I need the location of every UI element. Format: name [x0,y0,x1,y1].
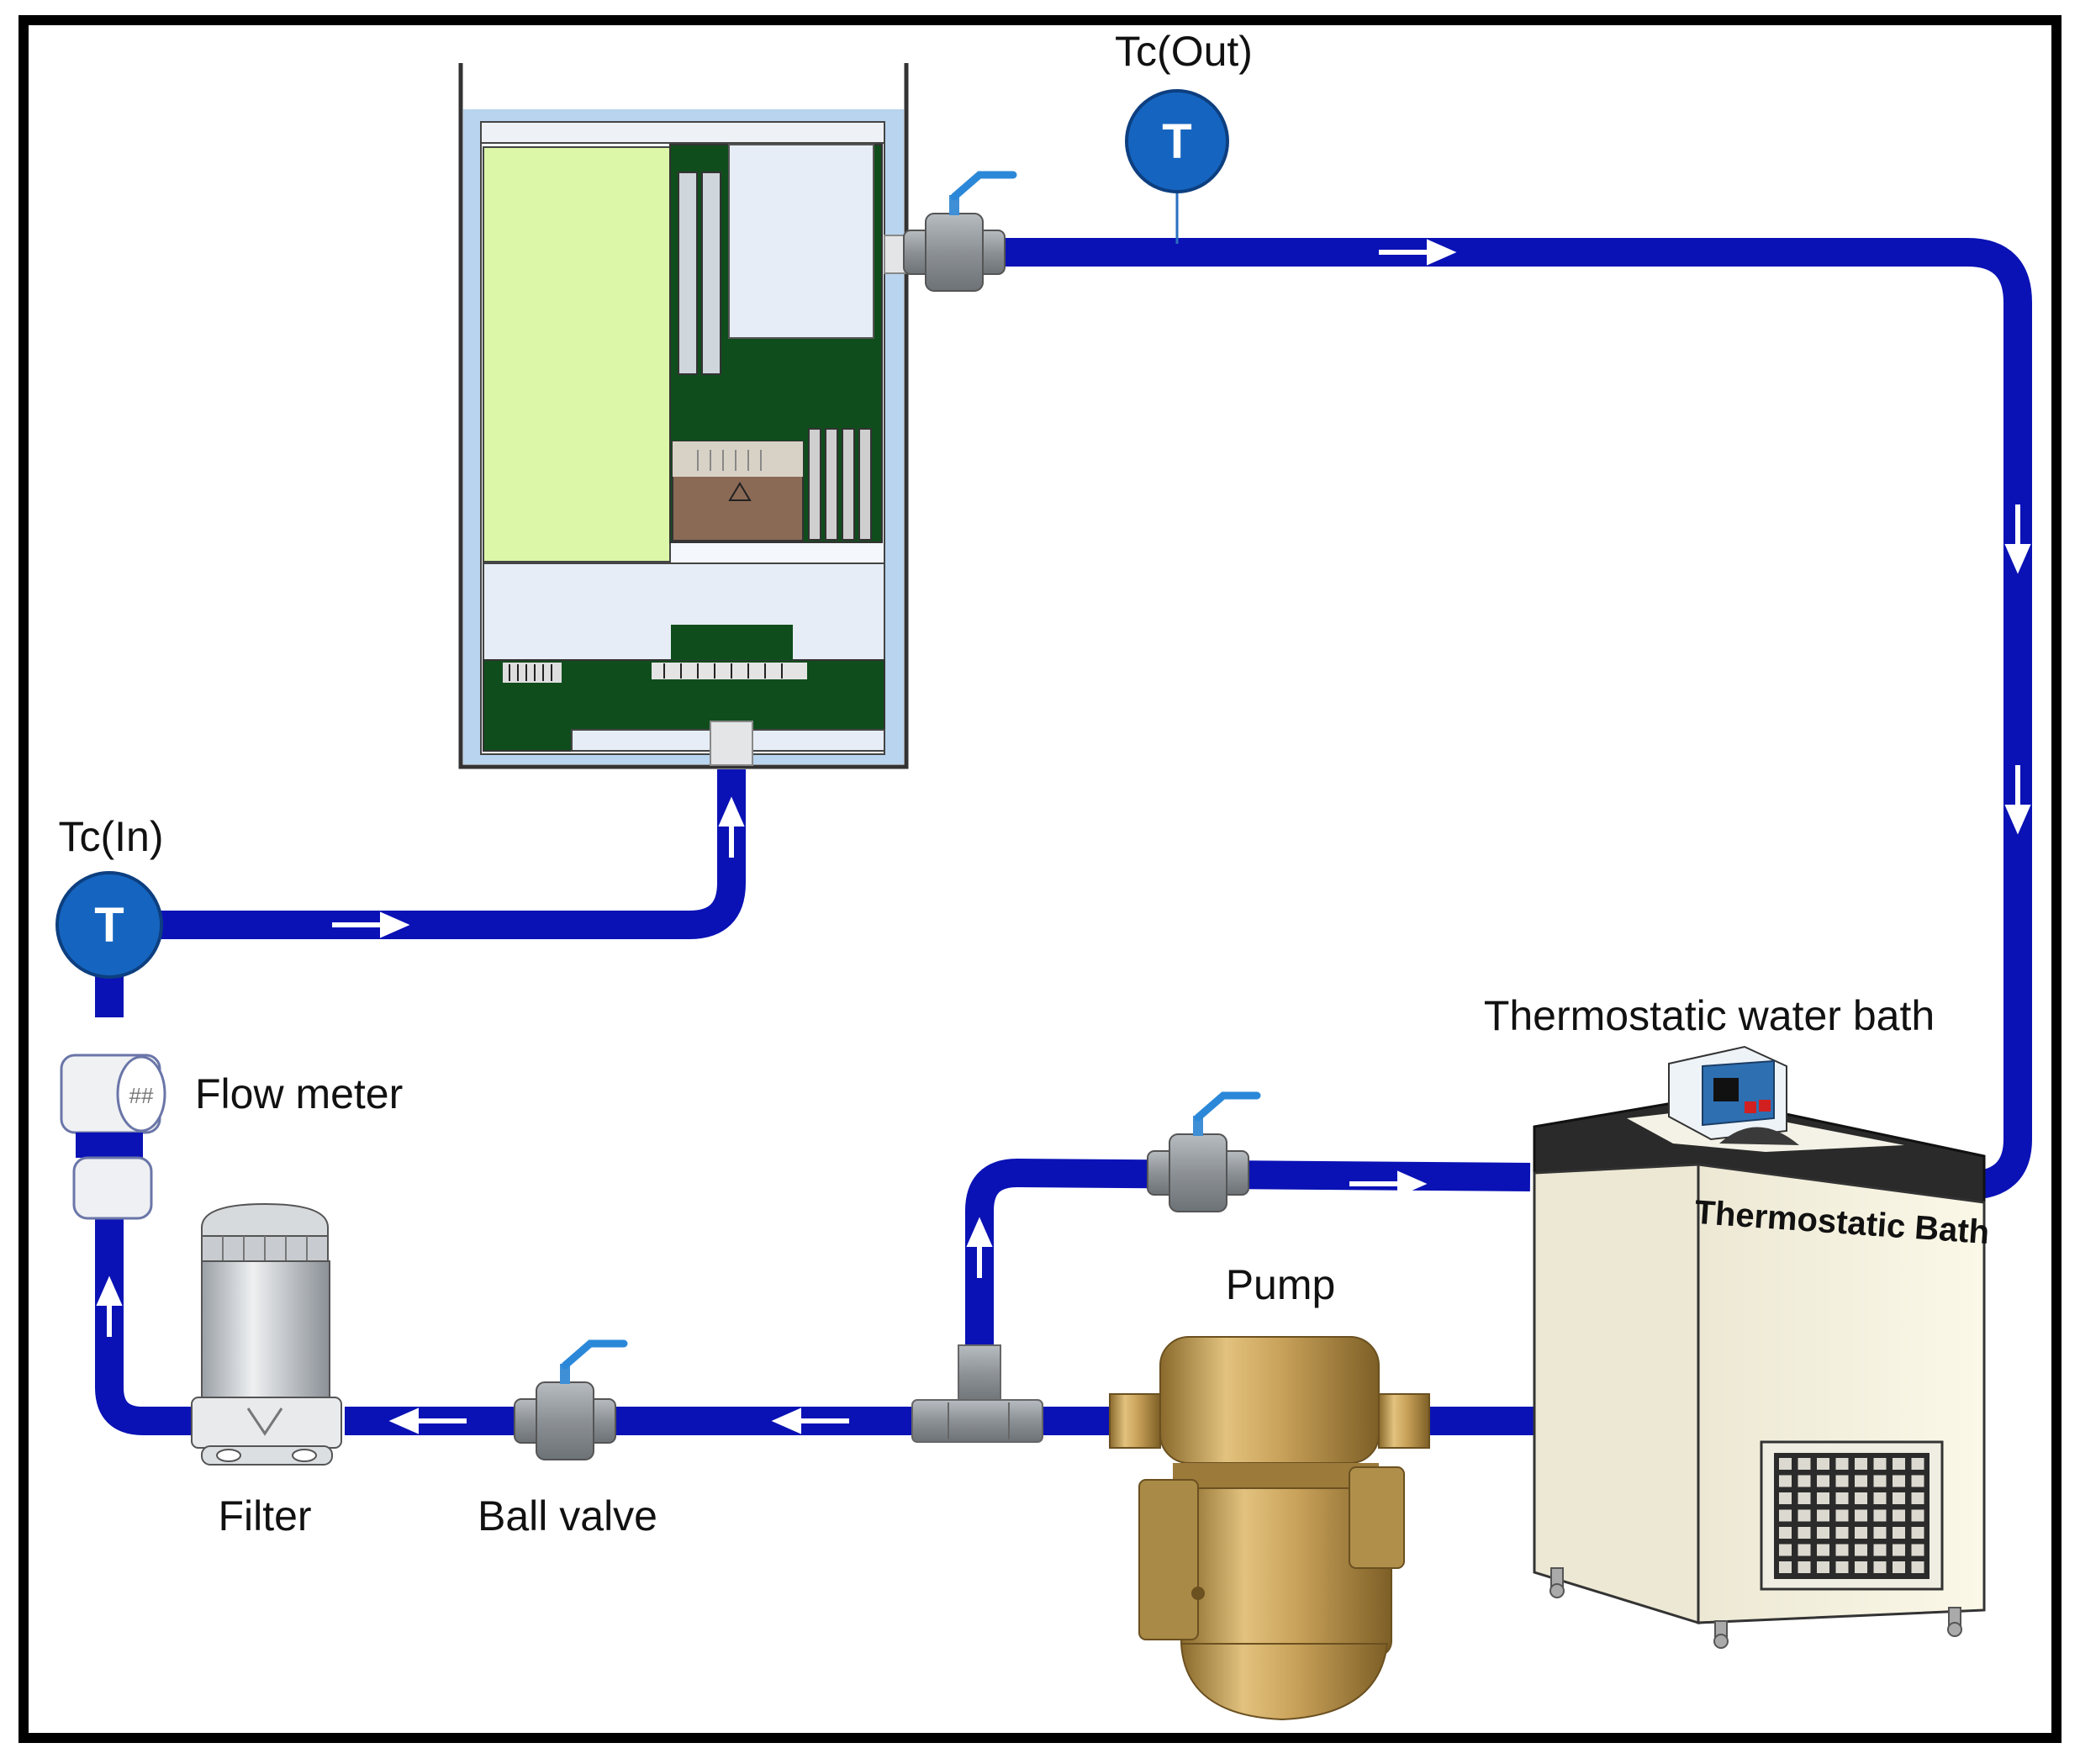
vent-slot [1911,1458,1924,1470]
vent-slot [1855,1509,1867,1522]
vent-slot [1873,1509,1887,1522]
pump [1109,1336,1430,1721]
flow-meter-dial-icon: ## [129,1083,154,1108]
vent-slot [1835,1527,1849,1539]
pipe-filter-to-flowmeter [95,1211,193,1435]
vent-slot [1835,1561,1849,1573]
sensor-out-symbol: T [1162,114,1191,169]
arrow-left-bottom-2 [388,1408,467,1434]
vent-slot [1855,1475,1867,1487]
arrow-right-top [1379,239,1457,266]
filter-unit [191,1202,342,1466]
vent-slot [1873,1475,1887,1487]
vent-slot [1798,1561,1811,1573]
vent-slot [1779,1492,1792,1504]
vent-slot [1779,1509,1792,1522]
vent-slot [1873,1527,1887,1539]
vent-slot [1835,1475,1849,1487]
vent-slot [1779,1561,1792,1573]
vent-slot [1893,1458,1905,1470]
heat-module [483,146,671,562]
vent-slot [1855,1544,1867,1556]
vent-slot [1873,1561,1887,1573]
vent-slot [1911,1527,1924,1539]
vent-slot [1779,1544,1792,1556]
label-tc-in: Tc(In) [59,813,164,860]
vent-slot [1893,1492,1905,1504]
vent-slot [1893,1475,1905,1487]
label-thermostatic-water-bath: Thermostatic water bath [1484,992,1935,1039]
vent-slot [1835,1544,1849,1556]
vent-slot [1893,1527,1905,1539]
label-tc-out: Tc(Out) [1115,28,1253,75]
vent-slot [1817,1458,1829,1470]
thermostatic-water-bath: Thermostatic Bath [1533,1045,1991,1649]
vent-slot [1798,1509,1811,1522]
pipe-sensor-to-enclosure [160,769,746,939]
temperature-sensor-in: T [55,871,163,979]
vent-slot [1779,1527,1792,1539]
vent-slot [1798,1475,1811,1487]
vent-slot [1855,1527,1867,1539]
sensor-in-symbol: T [94,898,124,953]
vent-slot [1911,1509,1924,1522]
vent-slot [1873,1492,1887,1504]
vent-slot [1893,1509,1905,1522]
tee-fitting [911,1344,1043,1443]
pipe-tee-to-bath-return [965,1159,1531,1379]
vent-slot [1835,1509,1849,1522]
arrow-down-right-1 [2004,504,2031,574]
vent-slot [1835,1458,1849,1470]
temperature-sensor-out: T [1125,89,1229,244]
vent-slot [1779,1458,1792,1470]
cooling-enclosure [458,63,909,769]
vent-slot [1893,1544,1905,1556]
pipe-outlet-to-bath [975,238,2032,1200]
vent-slot [1911,1561,1924,1573]
vent-slot [1798,1458,1811,1470]
vent-slot [1911,1475,1924,1487]
vent-slot [1798,1492,1811,1504]
vent-slot [1855,1458,1867,1470]
label-flow-meter: Flow meter [195,1070,403,1117]
vent-slot [1817,1475,1829,1487]
arrow-left-bottom-1 [771,1408,849,1434]
vent-slot [1817,1527,1829,1539]
flow-meter: ## [60,1054,166,1220]
vent-slot [1911,1544,1924,1556]
bath-controller [1668,1045,1787,1141]
arrow-right-return [1349,1170,1428,1197]
vent-slot [1817,1561,1829,1573]
vent-slot [1798,1527,1811,1539]
vent-slot [1817,1509,1829,1522]
vent-slot [1911,1492,1924,1504]
arrow-up-left [96,1275,123,1337]
arrow-right-inlet [332,911,410,938]
vent-slot [1798,1544,1811,1556]
arrow-down-right-2 [2004,765,2031,835]
vent-slot [1835,1492,1849,1504]
vent-slot [1817,1544,1829,1556]
label-ball-valve: Ball valve [478,1492,657,1540]
vent-slot [1779,1475,1792,1487]
flow-arrows [96,239,2031,1434]
vent-slot [1893,1561,1905,1573]
vent-slot [1873,1544,1887,1556]
label-filter: Filter [218,1492,311,1540]
arrow-up-branch [966,1217,993,1278]
bath-vent-grille [1760,1440,1944,1591]
vent-slot [1855,1561,1867,1573]
vent-slot [1873,1458,1887,1470]
label-pump: Pump [1226,1261,1336,1308]
vent-slot [1817,1492,1829,1504]
arrow-up-inlet [718,796,745,858]
vent-slot [1855,1492,1867,1504]
